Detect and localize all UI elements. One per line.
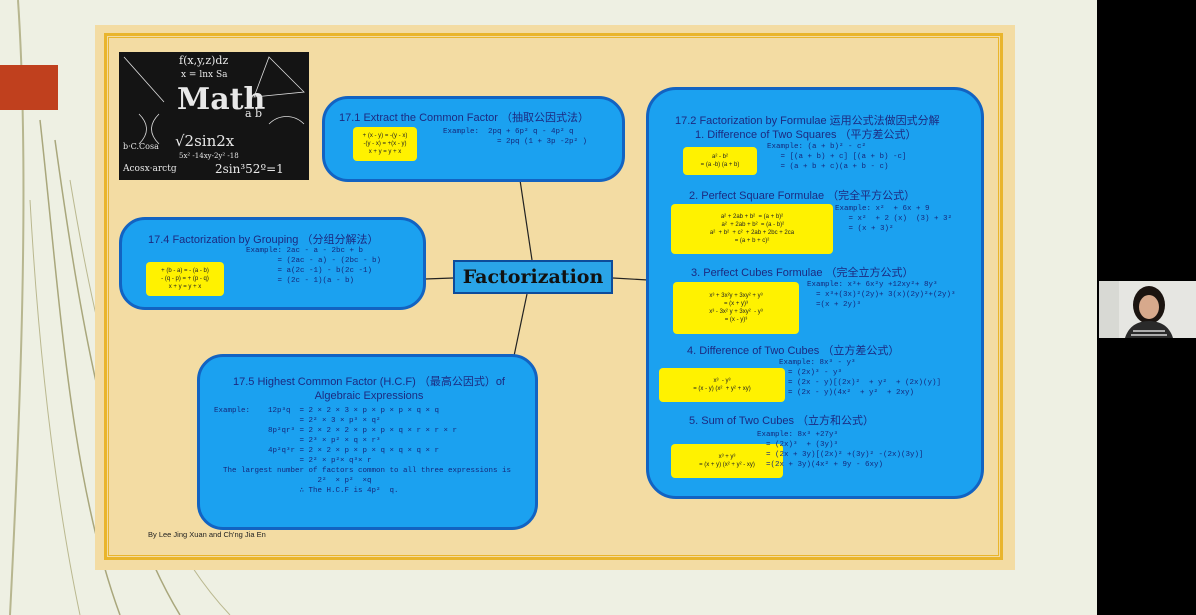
presenter-avatar xyxy=(1099,281,1196,338)
title-17-2: 17.2 Factorization by Formulae 运用公式法做因式分… xyxy=(675,115,940,127)
body-17-5: Example: 12p³q = 2 × 2 × 3 × p × p × p ×… xyxy=(214,407,512,495)
rule-box-17-4: + (b - a) = - (a - b) - (q - p) = + (p -… xyxy=(146,262,224,296)
chalk-formula: 5x² -14xy-2y² -18 xyxy=(179,152,239,160)
presentation-slide: Math f(x,y,z)dz x = lnx Sa a b √2sin2x 5… xyxy=(0,0,1097,615)
chalk-formula: √2sin2x xyxy=(175,132,235,150)
accent-bar xyxy=(0,65,58,110)
rule-box-17-2-3: x³ + 3x²y + 3xy² + y³ = (x + y)³ x³ - 3x… xyxy=(673,282,799,334)
chalk-sketches xyxy=(123,56,305,145)
rule-box-17-2-4: x³ - y³ = (x - y) (x² + y² + xy) xyxy=(659,368,785,402)
example-17-2-3: Example: x³+ 6x²y +12xy²+ 8y³ = x³+(3x)²… xyxy=(807,281,956,309)
rule-box-17-2-5: x³ + y³ = (x + y) (x² + y² - xy) xyxy=(671,444,783,478)
poster-inner-border xyxy=(108,37,999,556)
title-17-1: 17.1 Extract the Common Factor （抽取公因式法） xyxy=(339,112,590,124)
chalk-formula: x = lnx Sa xyxy=(181,70,228,80)
example-17-2-4: Example: 8x³ - y³ = (2x)³ - y³ = (2x - y… xyxy=(779,359,942,397)
heading-17-2-1: 1. Difference of Two Squares （平方差公式） xyxy=(695,129,917,141)
bubble-17-4: 17.4 Factorization by Grouping （分组分解法） +… xyxy=(119,217,426,310)
chalk-formula: b·C.Cosa xyxy=(123,142,159,151)
poster-border xyxy=(104,33,1003,560)
title-17-5: 17.5 Highest Common Factor (H.C.F) （最高公因… xyxy=(232,376,505,402)
rule-box-17-2-2: a² + 2ab + b² = (a + b)² a² + 2ab + b² =… xyxy=(671,204,833,254)
heading-17-2-2: 2. Perfect Square Formulae （完全平方公式） xyxy=(689,190,916,202)
heading-17-2-4: 4. Difference of Two Cubes （立方差公式） xyxy=(687,345,900,357)
credit-text: By Lee Jing Xuan and Ch'ng Jia En xyxy=(148,530,266,539)
chalk-formula: f(x,y,z)dz xyxy=(179,54,229,67)
heading-17-2-3: 3. Perfect Cubes Formulae （完全立方公式） xyxy=(691,267,914,279)
chalk-formula: Acosx·arctg xyxy=(123,164,177,174)
example-17-1: Example: 2pq + 6p² q - 4p² q = 2pq (1 + … xyxy=(443,128,588,146)
title-17-4: 17.4 Factorization by Grouping （分组分解法） xyxy=(148,234,379,246)
mindmap-connectors xyxy=(424,179,649,357)
example-17-2-5: Example: 8x³ +27y³ = (2x)³ + (3y)³ = (2x… xyxy=(757,431,924,469)
bubble-17-5: 17.5 Highest Common Factor (H.C.F) （最高公因… xyxy=(197,354,538,530)
math-word: Math xyxy=(177,82,266,117)
heading-17-2-5: 5. Sum of Two Cubes （立方和公式） xyxy=(689,415,875,427)
webcam-thumbnail[interactable] xyxy=(1099,281,1196,338)
chalk-formula: a b xyxy=(245,107,263,120)
example-17-4: Example: 2ac - a - 2bc + b = (2ac - a) -… xyxy=(246,247,382,285)
bubble-17-1: 17.1 Extract the Common Factor （抽取公因式法） … xyxy=(322,96,625,182)
example-17-2-2: Example: x² + 6x + 9 = x² + 2 (x) (3) + … xyxy=(835,205,953,233)
bubble-17-2: 17.2 Factorization by Formulae 运用公式法做因式分… xyxy=(646,87,984,499)
rule-box-17-2-1: a² - b² = (a -b) (a + b) xyxy=(683,147,757,175)
example-17-2-1: Example: (a + b)² - c² = [(a + b) + c] [… xyxy=(767,143,907,171)
chalk-formula: 2sin³52º=1 xyxy=(215,162,284,176)
math-chalkboard-image: Math f(x,y,z)dz x = lnx Sa a b √2sin2x 5… xyxy=(119,52,309,180)
rule-box-17-1: + (x - y) = -(y - x) -(y - x) = +(x - y)… xyxy=(353,127,417,161)
center-topic: Factorization xyxy=(453,260,613,294)
